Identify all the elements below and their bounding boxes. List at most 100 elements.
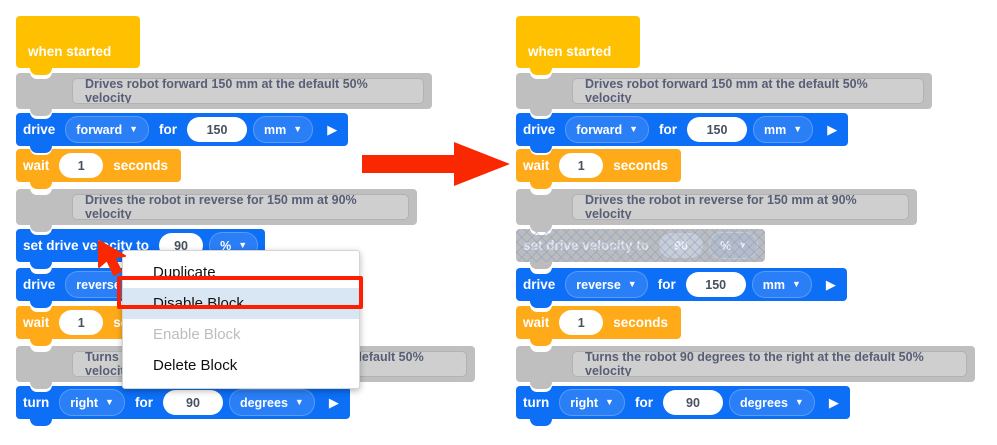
context-menu-item-duplicate[interactable]: Duplicate [153,264,216,281]
distance-input[interactable]: 150 [687,117,748,142]
run-block-icon[interactable]: ▶ [327,122,338,137]
block-turn-right[interactable]: turn right▼ for 90 degrees ▼ ▶ [516,385,850,426]
wait-seconds-input[interactable]: 1 [559,153,604,178]
for-label: for [159,122,178,137]
comment-text: Drives robot forward 150 mm at the defau… [72,78,424,104]
block-verb-label: drive [23,277,56,292]
comment-text: Drives the robot in reverse for 150 mm a… [72,194,409,220]
block-when-started[interactable]: when started [516,16,640,75]
transition-arrow [362,142,510,186]
block-verb-label: wait [523,315,550,330]
for-label: for [634,395,653,410]
block-wait[interactable]: wait 1 seconds [16,148,182,189]
block-label: when started [528,44,612,59]
unit-dropdown[interactable]: mm ▼ [253,116,314,143]
chevron-down-icon: ▼ [794,397,804,407]
context-menu-item-disable-block[interactable]: Disable Block [123,288,359,319]
block-verb-label: turn [523,395,550,410]
direction-dropdown[interactable]: right ▼ [59,389,125,416]
velocity-unit-dropdown[interactable]: %▼ [709,232,759,259]
direction-dropdown-label: reverse [76,277,121,292]
unit-dropdown-label: mm [764,122,787,137]
chevron-down-icon: ▼ [294,397,304,407]
chevron-down-icon: ▼ [738,240,748,250]
block-comment[interactable]: Drives the robot in reverse for 150 mm a… [516,188,917,232]
block-comment[interactable]: Drives robot forward 150 mm at the defau… [16,72,432,116]
direction-dropdown[interactable]: reverse ▼ [565,271,648,298]
block-verb-label: set drive velocity to [523,238,650,253]
block-wait[interactable]: wait 1 seconds [516,305,682,346]
block-verb-label: turn [23,395,50,410]
unit-dropdown[interactable]: mm ▼ [753,116,814,143]
unit-dropdown-label: degrees [239,395,288,410]
chevron-down-icon: ▼ [629,124,639,134]
block-verb-label: set drive velocity to [23,238,150,253]
chevron-down-icon: ▼ [129,124,139,134]
comment-text: Turns the robot 90 degrees to the right … [572,351,967,377]
wait-unit-label: seconds [113,158,169,173]
block-verb-label: drive [523,122,556,137]
run-block-icon[interactable]: ▶ [827,122,838,137]
block-verb-label: drive [23,122,56,137]
disabled-block-bump [530,262,552,269]
block-when-started[interactable]: when started [16,16,140,75]
velocity-input[interactable]: 90 [659,233,704,258]
direction-dropdown[interactable]: forward ▼ [65,116,150,143]
comment-text: Drives robot forward 150 mm at the defau… [572,78,924,104]
run-block-icon[interactable]: ▶ [328,395,339,410]
distance-input[interactable]: 150 [685,272,746,297]
block-comment[interactable]: Turns the robot 90 degrees to the right … [516,345,975,389]
mouse-cursor-icon [98,240,126,276]
unit-dropdown[interactable]: mm▼ [751,271,812,298]
direction-dropdown[interactable]: right▼ [559,389,625,416]
wait-seconds-input[interactable]: 1 [59,153,104,178]
chevron-down-icon: ▼ [238,240,248,250]
wait-seconds-input[interactable]: 1 [559,310,604,335]
direction-dropdown-label: forward [76,122,123,137]
comment-text: Drives the robot in reverse for 150 mm a… [572,194,909,220]
distance-input[interactable]: 150 [187,117,248,142]
chevron-down-icon: ▼ [105,397,114,407]
block-label: when started [28,44,112,59]
block-comment[interactable]: Drives robot forward 150 mm at the defau… [516,72,932,116]
block-set-drive-velocity[interactable]: set drive velocity to 90%▼ [516,228,766,269]
for-label: for [657,277,676,292]
block-comment[interactable]: Drives the robot in reverse for 150 mm a… [16,188,417,232]
direction-dropdown-label: right [70,395,99,410]
velocity-unit-dropdown-label: % [220,238,232,253]
chevron-down-icon: ▼ [627,279,637,289]
unit-dropdown-label: mm [264,122,287,137]
block-verb-label: drive [523,277,556,292]
wait-unit-label: seconds [613,315,669,330]
block-verb-label: wait [23,158,50,173]
distance-input[interactable]: 90 [162,390,223,415]
block-verb-label: wait [23,315,50,330]
block-turn-right[interactable]: turn right ▼ for 90 degrees ▼ ▶ [16,385,350,426]
unit-dropdown[interactable]: degrees ▼ [728,389,815,416]
direction-dropdown-label: forward [576,122,623,137]
direction-dropdown-label: reverse [576,277,621,292]
unit-dropdown-label: mm [762,277,785,292]
block-drive-forward[interactable]: drive forward ▼ for 150 mm ▼ ▶ [16,112,349,153]
wait-seconds-input[interactable]: 1 [59,310,104,335]
context-menu-item-enable-block: Enable Block [153,326,241,343]
block-drive-forward[interactable]: drive forward ▼ for 150 mm ▼ ▶ [516,112,849,153]
run-block-icon[interactable]: ▶ [825,277,836,292]
for-label: for [134,395,153,410]
direction-dropdown[interactable]: forward ▼ [565,116,650,143]
unit-dropdown[interactable]: degrees ▼ [228,389,315,416]
context-menu-item-delete-block[interactable]: Delete Block [153,357,238,374]
run-block-icon[interactable]: ▶ [828,395,839,410]
chevron-down-icon: ▼ [293,124,303,134]
block-verb-label: wait [523,158,550,173]
distance-input[interactable]: 90 [662,390,723,415]
block-context-menu[interactable]: Duplicate Disable Block Enable Block Del… [122,250,360,389]
for-label: for [659,122,678,137]
direction-dropdown-label: right [570,395,599,410]
chevron-down-icon: ▼ [793,124,803,134]
unit-dropdown-label: degrees [739,395,788,410]
